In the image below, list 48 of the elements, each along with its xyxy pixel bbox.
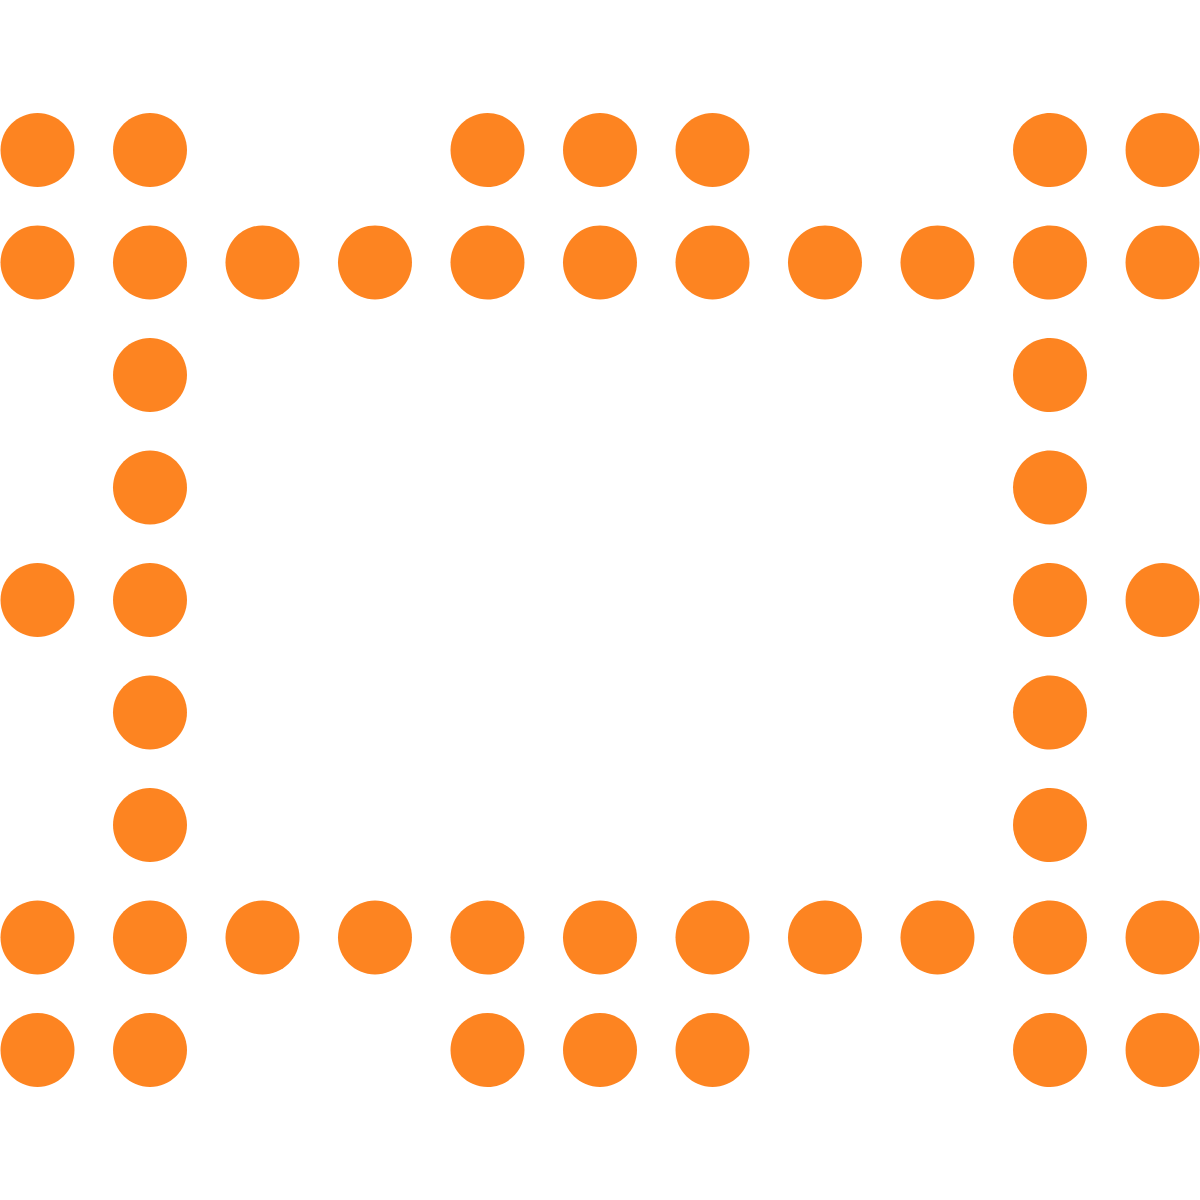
dot — [1125, 563, 1200, 637]
dot — [563, 1013, 637, 1087]
dot — [1013, 1013, 1087, 1087]
dot — [113, 338, 187, 412]
dot — [1013, 788, 1087, 862]
dot — [1013, 338, 1087, 412]
dot — [788, 900, 862, 975]
dot — [113, 113, 187, 187]
dot — [0, 900, 75, 975]
dot — [450, 1013, 525, 1087]
dot — [1013, 113, 1087, 187]
dot — [113, 225, 187, 300]
dot — [113, 450, 187, 525]
dot — [1125, 900, 1200, 975]
dot — [338, 900, 412, 975]
dot — [0, 225, 75, 300]
dot — [563, 900, 637, 975]
dot — [675, 113, 750, 187]
dot — [788, 225, 862, 300]
dot — [1125, 113, 1200, 187]
dot — [450, 113, 525, 187]
dot — [113, 675, 187, 750]
dot — [1013, 225, 1087, 300]
dot — [1125, 225, 1200, 300]
dot — [1013, 450, 1087, 525]
dot — [0, 1013, 75, 1087]
dot — [450, 225, 525, 300]
dot — [338, 225, 412, 300]
dot — [563, 225, 637, 300]
dot — [0, 563, 75, 637]
dot — [450, 900, 525, 975]
dot — [675, 900, 750, 975]
dot — [113, 788, 187, 862]
dot — [0, 113, 75, 187]
dot — [1013, 675, 1087, 750]
dot — [675, 1013, 750, 1087]
dot — [563, 113, 637, 187]
dot — [113, 1013, 187, 1087]
dot — [675, 225, 750, 300]
dot — [1013, 900, 1087, 975]
dot — [225, 900, 300, 975]
dot — [113, 900, 187, 975]
dot — [1125, 1013, 1200, 1087]
dot — [1013, 563, 1087, 637]
dot — [225, 225, 300, 300]
dot — [900, 225, 975, 300]
dot — [900, 900, 975, 975]
dot — [113, 563, 187, 637]
